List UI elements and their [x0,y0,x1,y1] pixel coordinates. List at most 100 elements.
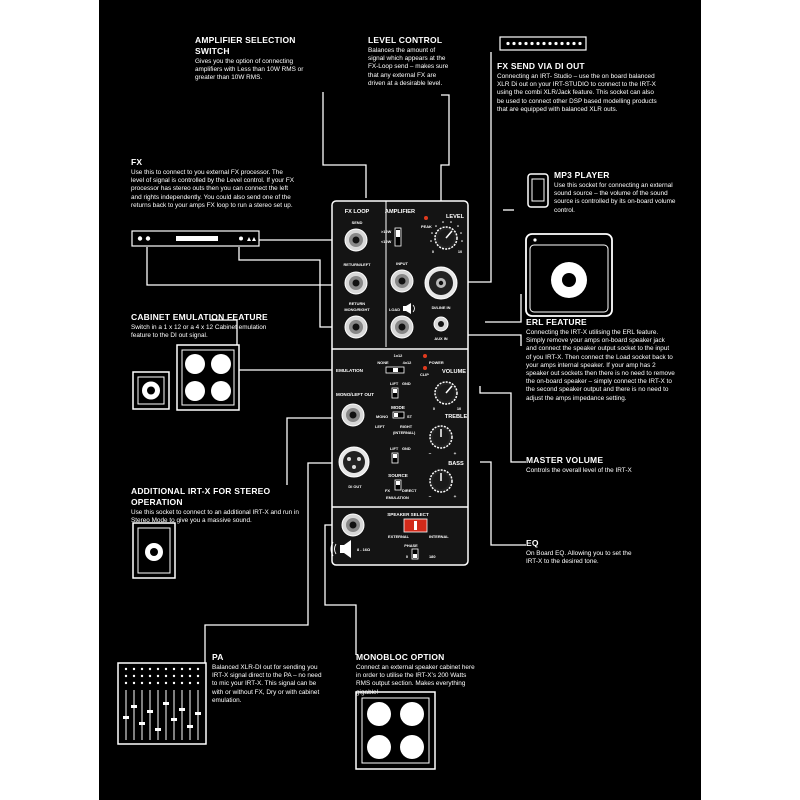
fx-title: FX [131,157,143,167]
fx-body: Use this to connect to you external FX p… [131,169,295,209]
none-label: NONE [377,360,389,365]
pa-body: Balanced XLR-DI out for sending you IRT-… [212,664,322,704]
return-left-label: RETURN/LEFT [343,262,371,267]
gt10w-label: >10W [381,229,392,234]
aux-in-jack[interactable] [433,316,449,332]
mp3-annotation: MP3 PLAYER Use this socket for connectin… [554,170,688,215]
fx-loop-label: FX LOOP [345,209,370,215]
lift-label-2: LIFT [390,446,399,451]
send-jack[interactable] [344,228,368,252]
load-label: LOAD [389,307,400,312]
left-label: LEFT [375,424,385,429]
speaker-horn-icon [330,540,351,558]
source-switch[interactable] [394,479,402,491]
di-line-in-combi-jack[interactable] [424,266,458,300]
aux-in-label: AUX IN [434,336,447,341]
amplifier-label: AMPLIFIER [385,209,415,215]
amp-switch-title: AMPLIFIER SELECTION SWITCH [195,35,296,56]
level-max-label: 10 [458,249,462,254]
fx-annotation: FX Use this to connect to you external F… [131,157,296,210]
mp3-title: MP3 PLAYER [554,170,610,180]
level-knob[interactable] [434,226,458,250]
erl-annotation: ERL FEATURE Connecting the IRT-X utilisi… [526,317,676,403]
speaker-select-label: SPEAKER SELECT [387,512,429,517]
internal-paren-label: (INTERNAL) [393,430,416,435]
bass-knob[interactable] [429,469,453,493]
di-out-xlr-connector[interactable] [338,446,370,478]
load-jack[interactable] [390,315,414,339]
mode-switch[interactable] [392,411,405,419]
pa-mixer-icon [117,662,207,745]
additional-irtx-title: ADDITIONAL IRT-X FOR STEREO OPERATION [131,486,271,507]
pa-title: PA [212,652,224,662]
ground-lift-switch-2[interactable] [391,452,399,464]
power-label: POWER [429,360,444,365]
return-left-jack[interactable] [344,271,368,295]
level-label: LEVEL [446,214,465,220]
cable-fx-return-left [146,247,343,286]
cabinet-1x12-icon [132,371,170,410]
emulation-switch[interactable] [385,366,405,374]
monobloc-cabinet-icon [355,691,436,770]
lt10w-label: <10W [381,239,392,244]
right-label: RIGHT [400,424,413,429]
st-label: ST [407,414,413,419]
mono-label: MONO [376,414,388,419]
peak-label: PEAK [421,224,432,229]
eq-body: On Board EQ. Allowing you to set the IRT… [526,550,632,566]
bass-minus-label: − [429,494,432,499]
speaker-icon [403,303,415,314]
level-title: LEVEL CONTROL [368,35,443,45]
volume-label: VOLUME [442,369,466,375]
eq-annotation: EQ On Board EQ. Allowing you to set the … [526,538,636,566]
bass-plus-label: + [454,494,457,499]
source-label: SOURCE [388,473,408,478]
master-volume-body: Controls the overall level of the IRT-X [526,467,632,474]
gnd-label-1: GND [402,381,411,386]
monobloc-title: MONOBLOC OPTION [356,652,445,662]
source-emulation-label: EMULATION [386,495,409,500]
phase-switch[interactable] [411,548,419,560]
amplifier-selection-switch[interactable] [394,227,402,247]
treble-knob[interactable] [429,425,453,449]
level-annotation: LEVEL CONTROL Balances the amount of sig… [368,35,450,88]
fx-rack-unit-icon [131,230,260,247]
internal-label: INTERNAL [429,534,449,539]
di-rack-unit-icon [499,36,587,51]
pa-annotation: PA Balanced XLR-DI out for sending you I… [212,652,322,705]
volume-knob[interactable] [434,381,458,405]
impedance-label: 8 - 16Ω [357,547,370,552]
return-mono-right-jack[interactable] [344,315,368,339]
peak-led [424,216,428,220]
4x12-label: 4x12 [403,360,412,365]
level-min-label: 0 [432,249,434,254]
fx-send-di-annotation: FX SEND via DI OUT Connecting an IRT- St… [497,61,657,114]
cabinet-4x12-icon [176,344,240,411]
external-label: EXTERNAL [388,534,410,539]
phase-label: PHASE [404,543,418,548]
emulation-label: EMULATION [336,368,364,373]
master-volume-annotation: MASTER VOLUME Controls the overall level… [526,455,646,475]
speaker-out-jack[interactable] [341,513,365,537]
speaker-select-switch[interactable] [403,518,428,533]
monobloc-body: Connect an external speaker cabinet here… [356,664,475,696]
source-fx-label: FX [385,488,390,493]
additional-irtx-annotation: ADDITIONAL IRT-X FOR STEREO OPERATION Us… [131,486,311,525]
input-jack[interactable] [390,269,414,293]
mono-left-out-jack[interactable] [341,403,365,427]
erl-speaker-box-icon [525,233,613,317]
phase-180-label: 180 [429,554,436,559]
monobloc-annotation: MONOBLOC OPTION Connect an external spea… [356,652,481,697]
amp-switch-body: Gives you the option of connecting ampli… [195,58,304,82]
cab-emulation-body: Switch in a 1 x 12 or a 4 x 12 Cabinet e… [131,324,267,340]
lift-label-1: LIFT [390,381,399,386]
ground-lift-switch-1[interactable] [391,387,399,399]
mono-left-out-label: MONO/LEFT OUT [336,392,374,397]
di-out-label: DI OUT [348,484,362,489]
cable-stereo-link [286,417,332,485]
power-led [423,354,427,358]
cab-emulation-annotation: CABINET EMULATION FEATURE Switch in a 1 … [131,312,271,340]
mp3-player-icon [527,173,549,208]
